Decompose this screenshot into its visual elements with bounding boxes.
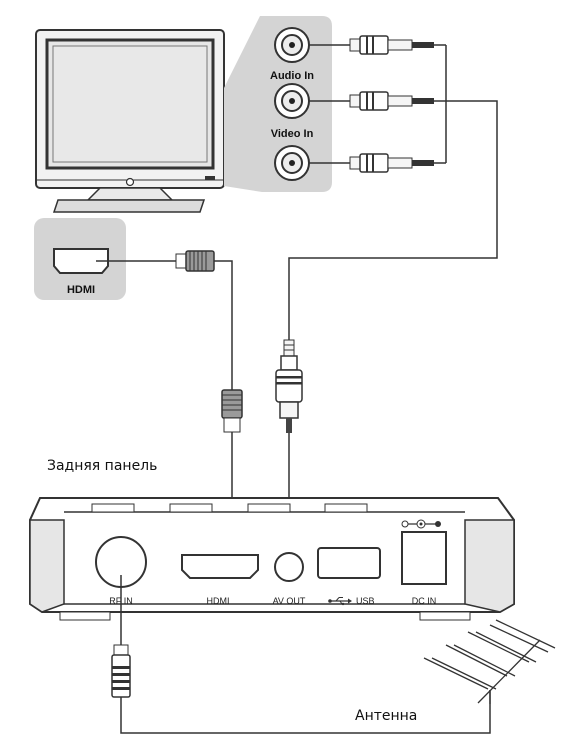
- usb-icon: [328, 597, 352, 606]
- antenna-label: Антенна: [355, 708, 417, 724]
- tv-rca-jack-audio-2: [274, 83, 310, 119]
- av-cable: [288, 100, 498, 340]
- dc-polarity-icon: [401, 519, 441, 529]
- antenna: [423, 619, 556, 704]
- receiver-hdmi-port: [181, 554, 259, 579]
- tv-rca-jack-audio-1: [274, 27, 310, 63]
- tv: [35, 29, 225, 213]
- tv-rca-jack-video: [274, 145, 310, 181]
- tv-power-icon: [125, 177, 135, 187]
- av-jack-plug: [275, 339, 303, 433]
- rca-plug-bottom: [309, 153, 446, 173]
- dc-in-port: [401, 531, 447, 585]
- tv-video-in-label: Video In: [271, 128, 314, 140]
- av-out-label: AV OUT: [273, 596, 306, 606]
- receiver-hdmi-label: HDMI: [207, 596, 230, 606]
- tv-hdmi-label: HDMI: [67, 284, 95, 296]
- tv-audio-in-label: Audio In: [270, 70, 314, 82]
- tv-indicator: [205, 176, 215, 180]
- hdmi-cable: [214, 260, 233, 390]
- tv-hdmi-port: [53, 248, 109, 274]
- tv-neck: [86, 187, 174, 201]
- usb-label: USB: [356, 596, 375, 606]
- receiver-box: [29, 497, 515, 621]
- antenna-cable: [120, 690, 491, 734]
- tv-screen-inner: [52, 45, 208, 163]
- tv-stand: [52, 199, 206, 213]
- rca-plug-top: [309, 35, 446, 55]
- dc-in-label: DC IN: [412, 596, 437, 606]
- hdmi-plug-tv: [175, 250, 215, 272]
- rear-panel-title: Задняя панель: [47, 458, 157, 474]
- coax-plug: [111, 644, 131, 698]
- av-out-port: [274, 552, 304, 582]
- usb-port: [317, 547, 381, 579]
- rca-plug-middle: [309, 91, 446, 111]
- hdmi-plug-receiver: [221, 389, 243, 433]
